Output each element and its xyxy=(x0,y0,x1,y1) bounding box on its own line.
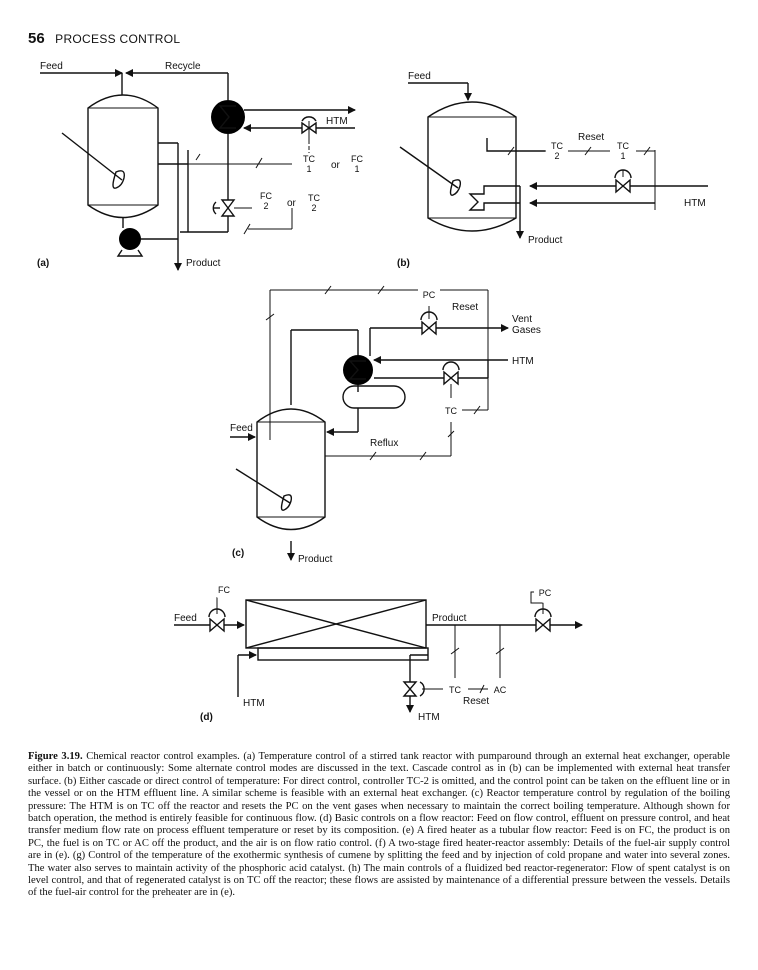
pc-bubble-c: PC xyxy=(418,283,440,305)
tc-bubble-c: TC xyxy=(440,399,462,421)
recycle-line-a xyxy=(125,69,229,100)
htm-label-b: HTM xyxy=(684,198,706,209)
reactor-vessel-a xyxy=(87,94,159,219)
tc1-bubble-b: TC 1 xyxy=(612,140,634,162)
reactor-vessel-c xyxy=(256,408,326,531)
page-header: 56 PROCESS CONTROL xyxy=(28,30,180,48)
htm-valve-c xyxy=(442,361,460,398)
vent-label-c: Vent xyxy=(512,314,532,325)
panel-label-b: (b) xyxy=(397,258,410,269)
ac-bubble-d: AC xyxy=(489,678,511,700)
panel-label-d: (d) xyxy=(200,712,213,723)
tc-tag-d: TC xyxy=(449,685,461,695)
control-valve-a xyxy=(212,199,252,217)
feed-label-a: Feed xyxy=(40,61,63,72)
htm-lines-d xyxy=(237,651,428,713)
fc2-bubble-a: FC 2 xyxy=(255,190,277,212)
figure-number: Figure 3.19. xyxy=(28,751,83,762)
feed-label-b: Feed xyxy=(408,71,431,82)
pump-a xyxy=(116,218,178,257)
pumparound-loop-a xyxy=(158,134,229,271)
tc1-tag-b: TC xyxy=(617,141,629,151)
vapor-line-c xyxy=(290,329,359,405)
feed-line-a xyxy=(40,69,123,95)
figure-caption: Figure 3.19. Chemical reactor control ex… xyxy=(28,751,730,900)
htm-bottom-label-d: HTM xyxy=(418,712,440,723)
tc2-num-a: 2 xyxy=(311,203,316,213)
heat-exchanger-a xyxy=(211,100,245,134)
gases-label-c: Gases xyxy=(512,325,541,336)
fc2-tag-a: FC xyxy=(260,191,272,201)
fc-bubble-d: FC xyxy=(213,578,235,600)
agitator-c xyxy=(235,468,293,511)
reset-label-d: Reset xyxy=(463,696,489,707)
panel-b: TC 2 TC 1 Feed Reset HTM Product (b) xyxy=(397,71,708,269)
htm-label-c: HTM xyxy=(512,356,534,367)
or-text-1-a: or xyxy=(331,160,341,171)
agitator-a xyxy=(61,132,126,189)
fc1-bubble-a: FC 1 xyxy=(346,153,368,175)
thermowell-b xyxy=(486,138,545,152)
htm-label-a: HTM xyxy=(326,116,348,127)
product-label-a: Product xyxy=(186,258,221,269)
internal-coil-b xyxy=(468,185,520,211)
tc1-num-b: 1 xyxy=(620,151,625,161)
htm-left-label-d: HTM xyxy=(243,698,265,709)
panel-label-c: (c) xyxy=(232,548,244,559)
reflux-line-c xyxy=(326,408,359,436)
condenser-c xyxy=(343,355,373,385)
receiver-drum-c xyxy=(342,385,406,409)
section-title: PROCESS CONTROL xyxy=(55,32,181,46)
signal-lines-a xyxy=(158,153,293,235)
fc-tag-d: FC xyxy=(218,585,230,595)
product-label-b: Product xyxy=(528,235,563,246)
product-label-d: Product xyxy=(432,613,467,624)
tc1-tag-a: TC xyxy=(303,154,315,164)
vent-valve-c xyxy=(420,306,438,336)
tc1-num-a: 1 xyxy=(306,164,311,174)
reset-label-b: Reset xyxy=(578,132,604,143)
page-number: 56 xyxy=(28,30,45,47)
panel-a: TC 1 or FC 1 FC 2 or TC 2 Feed Recycle H… xyxy=(37,61,368,271)
pc-tag-c: PC xyxy=(423,290,436,300)
feed-label-c: Feed xyxy=(230,423,253,434)
tc2-bubble-b: TC 2 xyxy=(546,140,568,162)
tc1-bubble-a: TC 1 xyxy=(298,153,320,175)
vent-line-c xyxy=(369,324,509,356)
pc-bubble-d: PC xyxy=(534,581,556,603)
pc-tag-d: PC xyxy=(539,588,552,598)
ac-tag-d: AC xyxy=(494,685,507,695)
caption-text: Chemical reactor control examples. (a) T… xyxy=(28,751,731,899)
panel-c: PC TC Reset Vent Gases HTM Feed Reflux P… xyxy=(230,283,541,565)
tubular-reactor-d xyxy=(245,599,429,661)
agitator-b xyxy=(399,146,462,196)
tc2-num-b: 2 xyxy=(554,151,559,161)
tc-bubble-d: TC xyxy=(444,678,466,700)
htm-in-line-a xyxy=(243,116,355,155)
fc1-num-a: 1 xyxy=(354,164,359,174)
product-label-c: Product xyxy=(298,554,333,565)
signal-lines-d xyxy=(228,588,505,694)
signal-lines-c xyxy=(265,285,489,461)
recycle-label-a: Recycle xyxy=(165,61,201,72)
or-text-2-a: or xyxy=(287,198,297,209)
reflux-label-c: Reflux xyxy=(370,438,398,449)
feed-line-b xyxy=(408,82,472,101)
fc2-num-a: 2 xyxy=(263,201,268,211)
tc2-tag-a: TC xyxy=(308,193,320,203)
control-valve-b xyxy=(614,169,632,194)
tc2-tag-b: TC xyxy=(551,141,563,151)
fc1-tag-a: FC xyxy=(351,154,363,164)
product-line-d xyxy=(426,591,583,680)
reactor-vessel-b xyxy=(427,101,517,232)
panel-label-a: (a) xyxy=(37,258,49,269)
tc-tag-c: TC xyxy=(445,406,457,416)
panel-d: FC PC TC AC Feed Product Reset HTM HTM (… xyxy=(174,578,583,723)
reset-label-c: Reset xyxy=(452,302,478,313)
tc2-bubble-a: TC 2 xyxy=(303,192,325,214)
feed-label-d: Feed xyxy=(174,613,197,624)
